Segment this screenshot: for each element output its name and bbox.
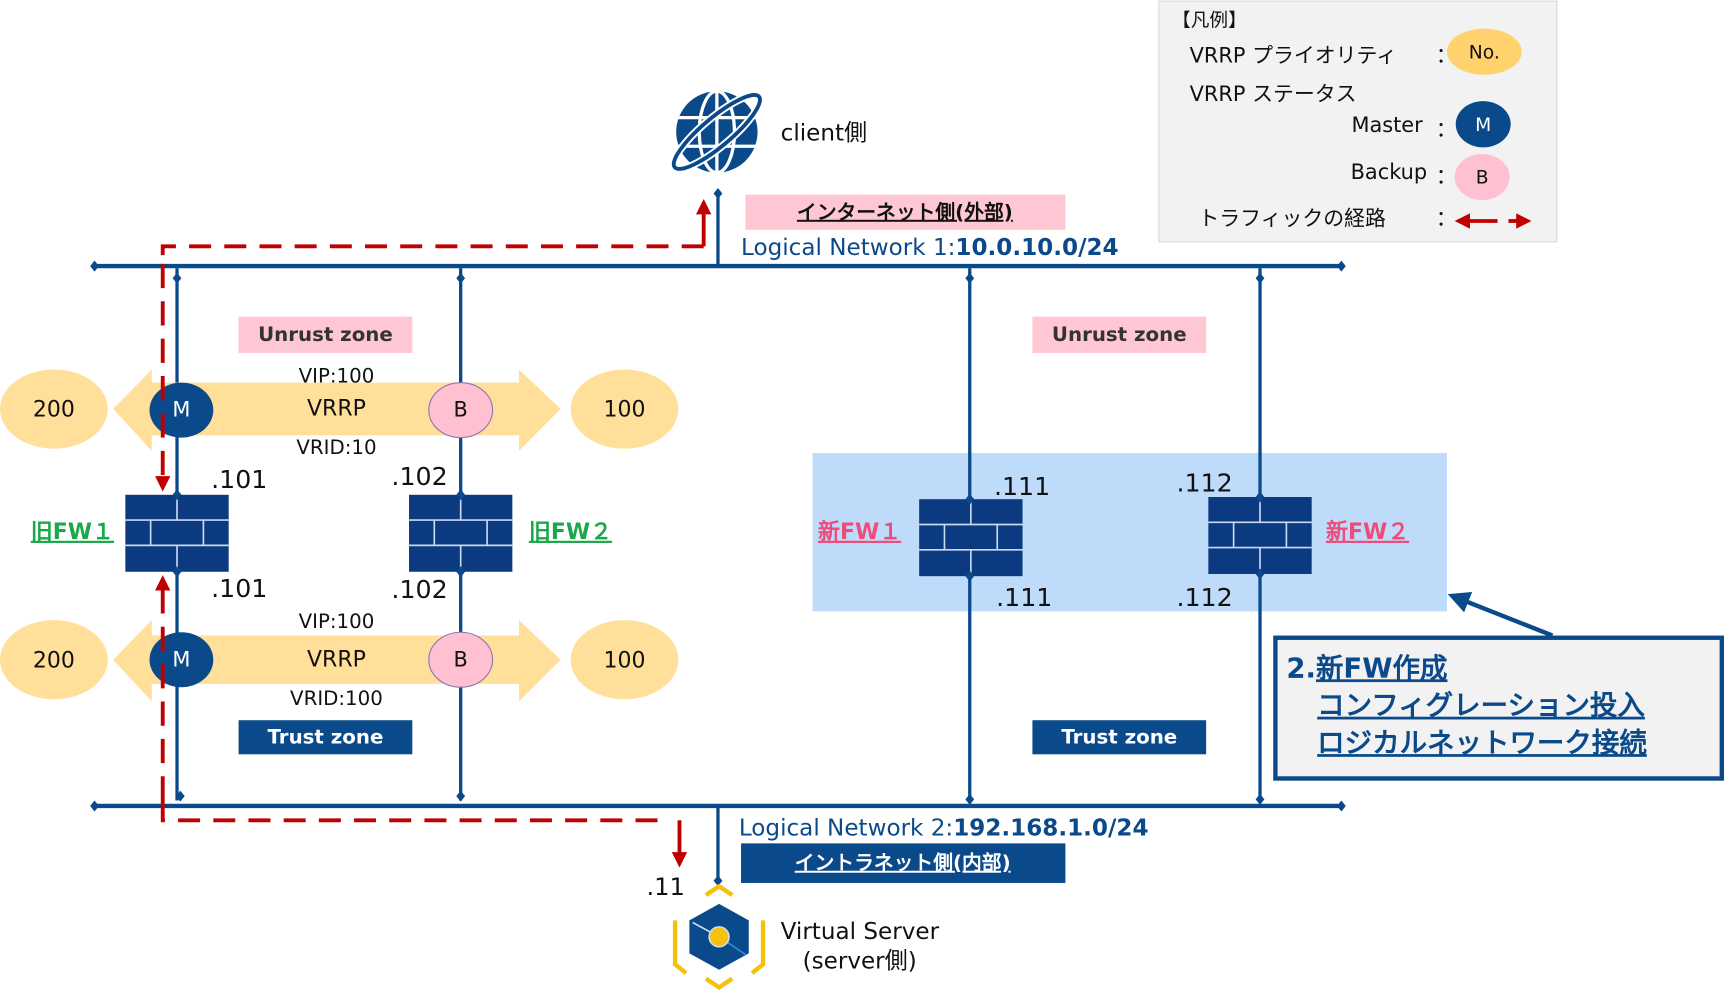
priority-badge [0, 620, 108, 700]
master-status-text: M [172, 398, 190, 422]
backup-status-text: B [454, 398, 468, 422]
priority-badge [570, 620, 679, 700]
traffic-path [155, 199, 712, 868]
legend-priority-label: VRRP プライオリティ [1190, 44, 1397, 68]
master-status-icon [149, 382, 214, 438]
old-trust-zone-box [238, 720, 413, 755]
priority-value: 200 [33, 398, 75, 423]
network1-prefix: Logical Network 1: [741, 235, 955, 261]
globe-icon [669, 89, 764, 175]
master-status-text: M [172, 647, 190, 671]
internal-zone-box [741, 843, 1066, 883]
new-fw2-ip-top: .112 [1176, 469, 1232, 498]
new-trust-zone-box [1032, 720, 1207, 755]
virtual-server-icon [672, 883, 766, 991]
new-fw2-firewall-icon [1207, 496, 1313, 575]
vip-label: VIP:100 [299, 365, 375, 388]
vrid-label: VRID:10 [296, 436, 376, 459]
old-fw2-name: 旧FW２ [529, 520, 612, 545]
network2-label: Logical Network 2:192.168.1.0/24 [739, 816, 1149, 842]
server-label-line1: Virtual Server [781, 919, 940, 945]
network1-bus [90, 188, 1346, 272]
old-fw2-ip-top: .102 [391, 462, 447, 491]
internal-zone-label: イントラネット側(内部) [795, 852, 1011, 875]
network2-cidr: 192.168.1.0/24 [953, 816, 1148, 842]
external-zone-label: インターネット側(外部) [797, 201, 1013, 224]
backup-status-icon [428, 631, 494, 688]
vrrp-label: VRRP [307, 647, 366, 672]
legend-traffic-label: トラフィックの経路 [1198, 206, 1386, 230]
old-fw1-ip-bottom: .101 [211, 574, 267, 603]
priority-badge [0, 369, 108, 449]
priority-value: 100 [604, 648, 646, 673]
network2-bus [90, 800, 1346, 887]
old-fw1-name: 旧FW１ [31, 520, 114, 545]
callout-box [1273, 635, 1724, 781]
old-fw2-ip-bottom: .102 [391, 575, 447, 604]
old-untrust-zone-label: Unrust zone [258, 323, 393, 346]
new-fw1-firewall-icon [918, 498, 1024, 577]
network1-label: Logical Network 1:10.0.10.0/24 [741, 235, 1119, 261]
legend-master-symbol: M [1475, 115, 1491, 136]
legend-backup-icon [1454, 153, 1510, 201]
legend-priority-symbol [1446, 28, 1522, 75]
priority-badge [570, 369, 679, 449]
callout-line3: ロジカルネットワーク接続 [1317, 727, 1647, 759]
vrid-label: VRID:100 [290, 687, 383, 710]
new-fw1-ip-bottom: .111 [996, 583, 1052, 612]
legend-status-label: VRRP ステータス [1190, 82, 1357, 106]
new-fw1-name: 新FW１ [818, 519, 901, 545]
callout-line2: コンフィグレーション投入 [1317, 690, 1645, 722]
callout-title: 新FW作成 [1316, 652, 1447, 684]
legend: 【凡例】 VRRP プライオリティ ： No. VRRP ステータス Maste… [1158, 0, 1558, 243]
backup-status-text: B [454, 647, 468, 671]
network2-prefix: Logical Network 2: [739, 816, 953, 842]
priority-value: 100 [604, 398, 646, 423]
callout-line1: 2.新FW作成 [1286, 652, 1447, 684]
legend-colon: ： [1436, 206, 1457, 230]
master-status-icon [149, 632, 214, 688]
old-untrust-zone-box [238, 316, 413, 353]
new-trust-zone-label: Trust zone [1061, 725, 1177, 748]
old-fw1-ip-top: .101 [211, 465, 267, 494]
priority-value: 200 [33, 648, 75, 673]
new-fw2-ip-bottom: .112 [1176, 583, 1232, 612]
vrrp-lower: 200 100 VIP:100 VRRP VRID:100 M B [0, 610, 679, 710]
legend-backup-symbol: B [1476, 168, 1489, 189]
external-zone-box [745, 194, 1066, 230]
legend-backup-label: Backup [1351, 160, 1428, 184]
old-trust-zone-label: Trust zone [268, 725, 384, 748]
old-fw2-firewall-icon [408, 493, 514, 573]
vip-label: VIP:100 [299, 610, 375, 633]
network1-cidr: 10.0.10.0/24 [955, 235, 1118, 261]
new-fw-area [812, 453, 1447, 612]
new-fw2-name: 新FW２ [1326, 519, 1409, 545]
legend-priority-symbol-text: No. [1469, 42, 1500, 63]
callout: 2.新FW作成 コンフィグレーション投入 ロジカルネットワーク接続 [1273, 591, 1724, 781]
legend-colon: ： [1436, 117, 1457, 141]
client-label: client側 [781, 121, 867, 147]
legend-master-icon [1455, 101, 1511, 148]
legend-colon: ： [1436, 165, 1457, 189]
vrrp-upper: 200 100 VIP:100 VRRP VRID:10 M B [0, 365, 679, 459]
new-untrust-zone-label: Unrust zone [1052, 323, 1187, 346]
legend-master-label: Master [1351, 113, 1423, 137]
vrrp-label: VRRP [307, 397, 366, 422]
old-fw1-firewall-icon [124, 493, 230, 573]
legend-title: 【凡例】 [1172, 10, 1247, 31]
new-untrust-zone-box [1032, 316, 1207, 353]
server-label-line2: (server側) [803, 949, 917, 975]
callout-number: 2. [1286, 652, 1316, 684]
server-ip: .11 [647, 873, 685, 901]
backup-status-icon [428, 382, 494, 439]
new-fw1-ip-top: .111 [994, 472, 1050, 501]
